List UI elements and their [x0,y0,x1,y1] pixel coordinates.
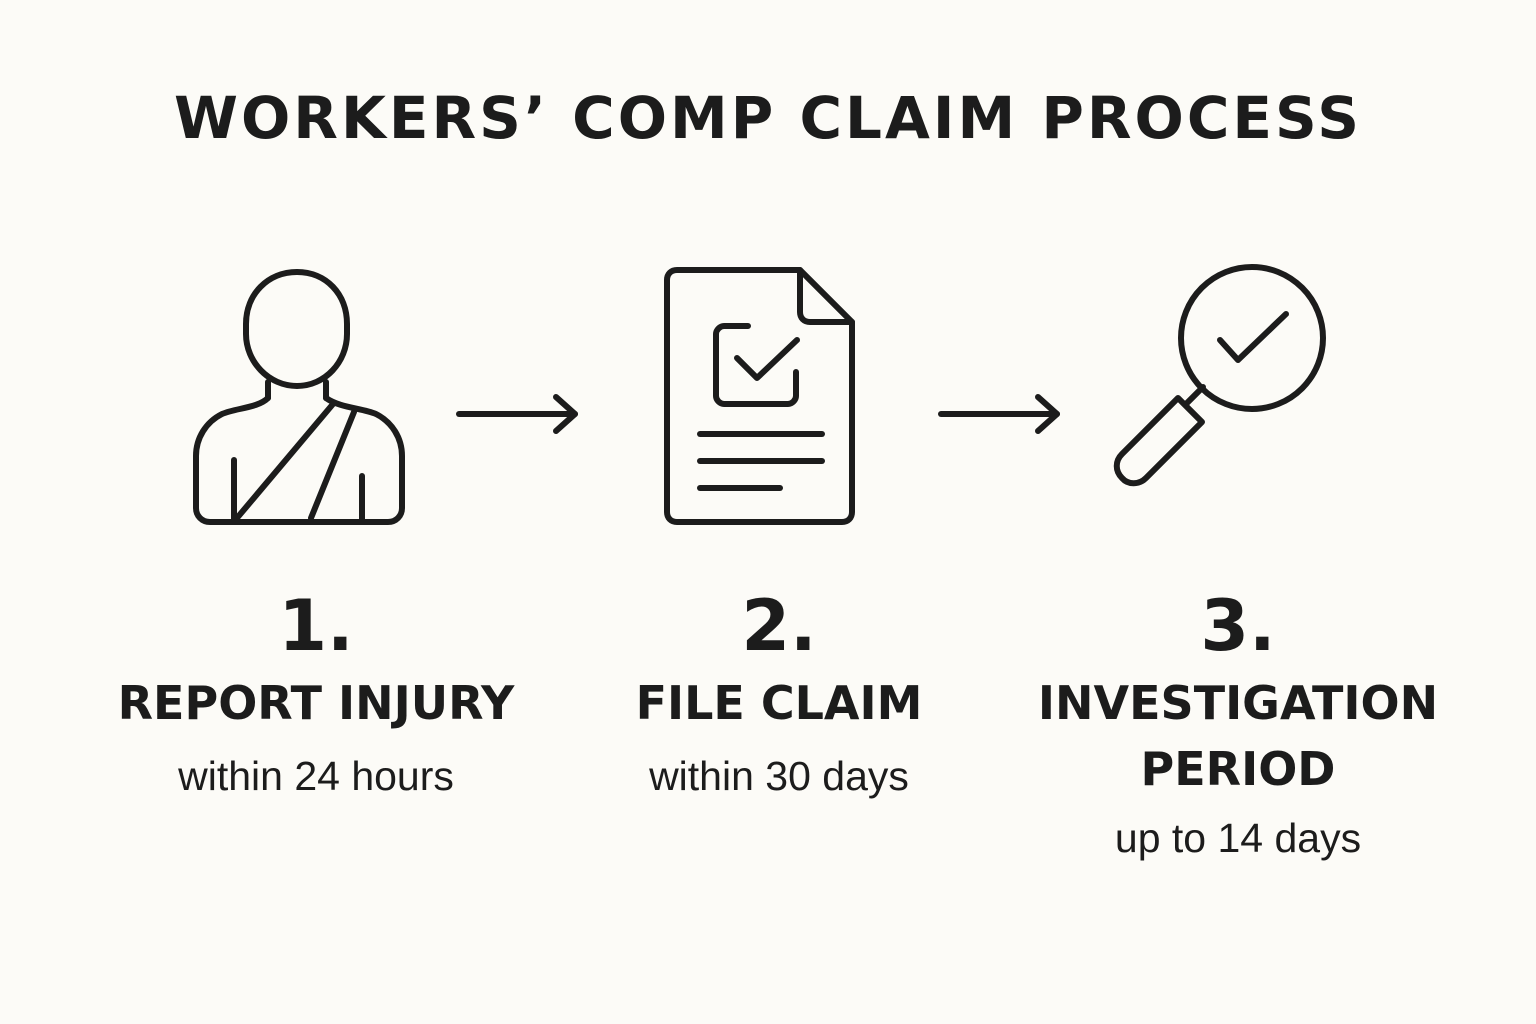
step-number: 3. [1200,585,1276,667]
step-label: INVESTIGATION PERIOD [1037,676,1439,796]
step-report-injury: 1. REPORT INJURY within 24 hours [96,584,536,800]
injured-person-sling-icon [188,264,408,530]
claim-document-checkbox-icon [664,264,860,526]
step-label: REPORT INJURY [117,676,515,730]
page-title: WORKERS’ COMP CLAIM PROCESS [174,84,1362,152]
step-number: 2. [741,585,817,667]
step-label: FILE CLAIM [635,676,923,730]
arrow-right-icon [456,392,582,440]
step-investigation-period: 3. INVESTIGATION PERIOD up to 14 days [1028,584,1448,862]
step-file-claim: 2. FILE CLAIM within 30 days [569,584,989,800]
arrow-right-icon [937,392,1063,440]
step-number: 1. [278,585,354,667]
magnifying-glass-check-icon [1112,262,1330,488]
step-timeframe: up to 14 days [1114,815,1362,861]
step-timeframe: within 24 hours [178,753,454,799]
step-timeframe: within 30 days [649,753,909,799]
